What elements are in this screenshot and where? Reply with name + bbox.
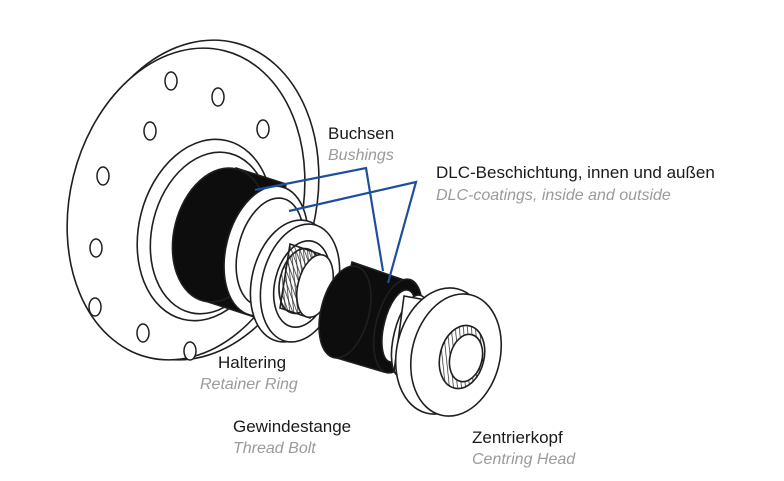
label-retainer-en: Retainer Ring [200,376,298,393]
label-thread-en: Thread Bolt [233,440,316,457]
bolt-hole [256,119,270,139]
label-dlc-de: DLC-Beschichtung, innen und außen [436,163,715,182]
leader-lines [254,166,418,284]
label-retainer-de: Haltering [218,353,287,372]
bolt-hole [136,323,150,343]
label-thread-de: Gewindestange [233,417,352,436]
thread-bolt [278,242,335,320]
bolt-hole [89,238,103,258]
leader-dlc [288,180,418,284]
flange-bolt-holes [88,71,270,361]
bolt-hole [211,87,225,107]
bolt-hole [183,341,197,361]
bolt-hole [96,166,110,186]
label-bushings-de: Buchsen [328,124,395,143]
bolt-hole [88,297,102,317]
label-head-de: Zentrierkopf [472,428,563,447]
leader-bushings [254,166,385,272]
bolt-hole [164,71,178,91]
centring-head [390,287,503,417]
label-dlc-en: DLC-coatings, inside and outside [436,187,671,204]
label-head-en: Centring Head [472,451,576,468]
label-bushings-en: Bushings [328,147,394,164]
bolt-hole [143,121,157,141]
